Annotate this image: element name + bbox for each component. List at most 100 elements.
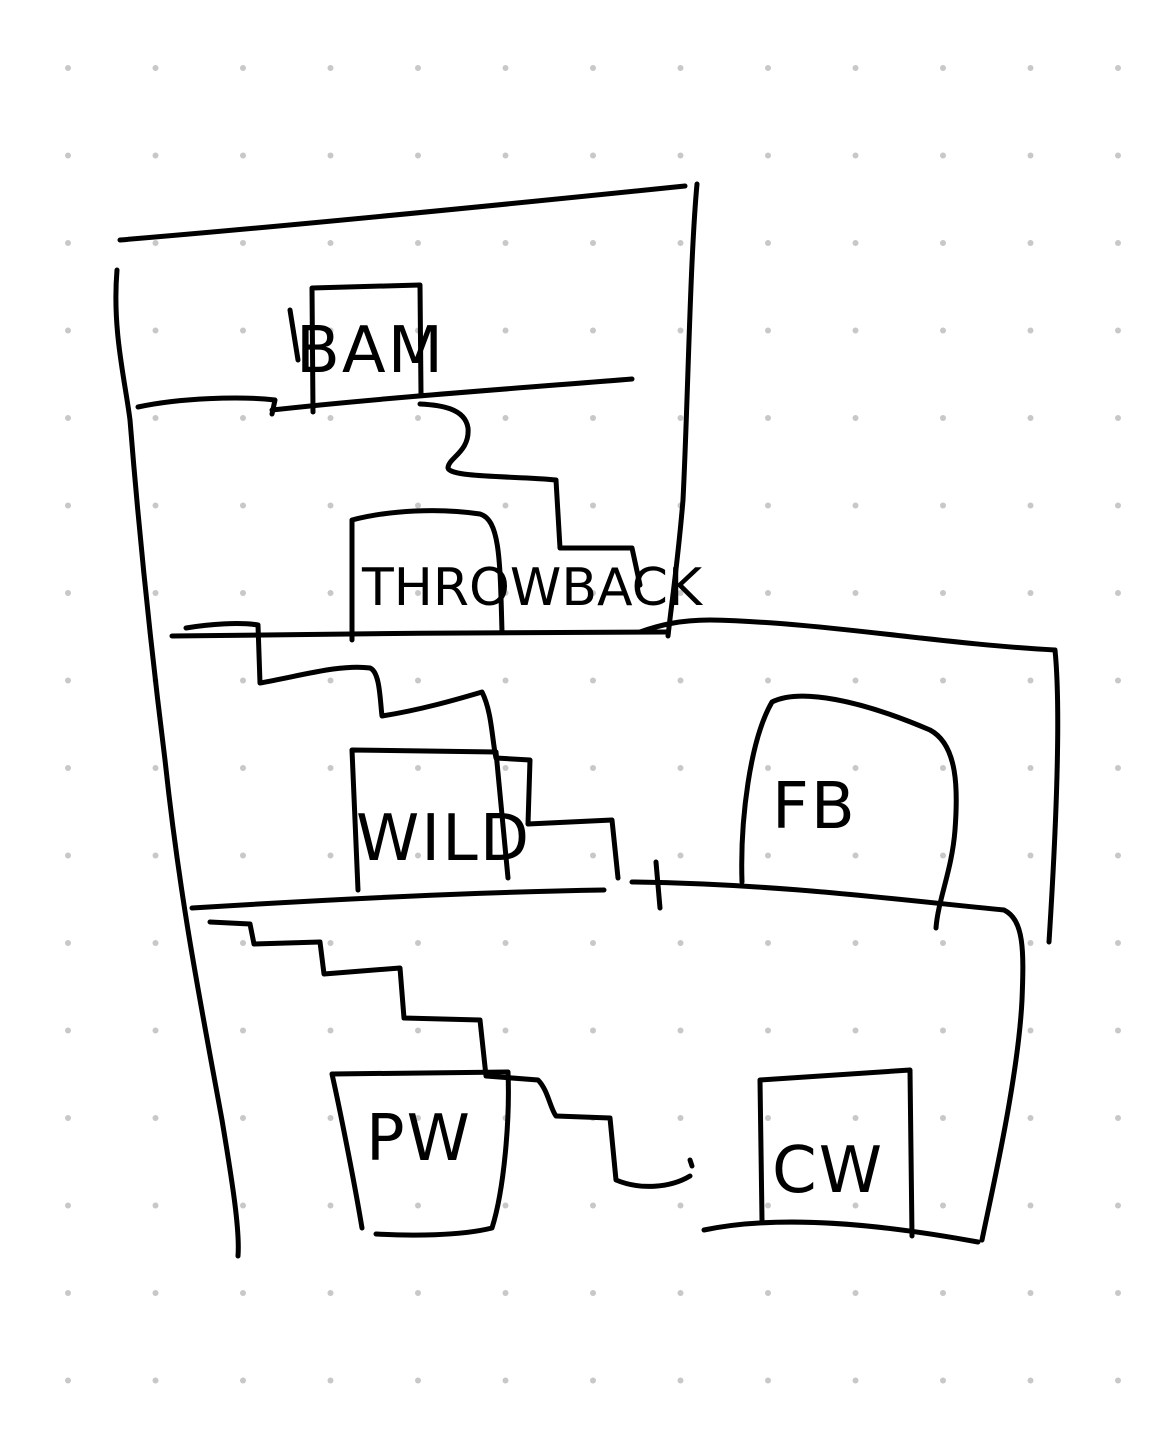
grid-dot bbox=[415, 1202, 421, 1209]
grid-dot bbox=[65, 940, 71, 946]
box-fb: FB bbox=[739, 693, 959, 931]
grid-dot bbox=[327, 1377, 334, 1384]
grid-dot bbox=[65, 65, 71, 71]
grid-dot bbox=[65, 1290, 71, 1296]
grid-dot bbox=[940, 1202, 946, 1209]
grid-dot bbox=[240, 1377, 246, 1384]
grid-dot bbox=[590, 590, 596, 596]
grid-dot bbox=[852, 940, 859, 946]
grid-dot bbox=[240, 677, 246, 684]
grid-dot bbox=[502, 1027, 509, 1034]
grid-dot bbox=[152, 852, 159, 859]
grid-dot bbox=[327, 327, 334, 334]
grid-dot bbox=[765, 327, 771, 334]
grid-dot bbox=[152, 765, 159, 771]
grid-dot bbox=[1027, 240, 1034, 246]
grid-dot bbox=[152, 1377, 159, 1384]
grid-dot bbox=[65, 415, 71, 421]
grid-dot bbox=[1027, 1202, 1034, 1209]
box-cw: CW bbox=[757, 1067, 915, 1239]
label-bam: BAM bbox=[296, 314, 445, 388]
grid-dot bbox=[502, 65, 509, 71]
grid-dot bbox=[940, 1027, 946, 1034]
label-throwback: THROWBACK bbox=[361, 558, 704, 618]
grid-dot bbox=[1115, 940, 1121, 946]
grid-dot bbox=[677, 415, 684, 421]
grid-dot bbox=[240, 940, 246, 946]
grid-dot bbox=[590, 1027, 596, 1034]
grid-dot bbox=[65, 240, 71, 246]
grid-dot bbox=[765, 240, 771, 246]
grid-dot bbox=[152, 240, 159, 246]
grid-dot bbox=[1027, 152, 1034, 159]
grid-dot bbox=[765, 152, 771, 159]
box-throwback: THROWBACK bbox=[349, 508, 704, 643]
grid-dot bbox=[1115, 65, 1121, 71]
grid-dot bbox=[152, 940, 159, 946]
grid-dot bbox=[1027, 415, 1034, 421]
grid-dot bbox=[327, 590, 334, 596]
grid-dot bbox=[415, 765, 421, 771]
grid-dot bbox=[677, 590, 684, 596]
grid-dot bbox=[677, 240, 684, 246]
grid-dot bbox=[940, 1377, 946, 1384]
grid-dot bbox=[852, 1202, 859, 1209]
grid-dot bbox=[1027, 1027, 1034, 1034]
grid-dot bbox=[765, 1115, 771, 1121]
grid-dot bbox=[1115, 327, 1121, 334]
grid-dot bbox=[765, 677, 771, 684]
grid-dot bbox=[240, 1202, 246, 1209]
grid-dot bbox=[240, 502, 246, 509]
grid-dot bbox=[1027, 1290, 1034, 1296]
grid-dot bbox=[502, 940, 509, 946]
grid-dot bbox=[415, 940, 421, 946]
grid-dot bbox=[502, 677, 509, 684]
grid-dot bbox=[502, 502, 509, 509]
grid-dot bbox=[65, 152, 71, 159]
grid-dot bbox=[940, 852, 946, 859]
grid-dot bbox=[1027, 1115, 1034, 1121]
grid-dot bbox=[1115, 1202, 1121, 1209]
grid-dot bbox=[1027, 327, 1034, 334]
grid-dot bbox=[852, 765, 859, 771]
grid-dot bbox=[940, 327, 946, 334]
grid-dot bbox=[940, 1115, 946, 1121]
grid-dot bbox=[415, 1027, 421, 1034]
grid-dot bbox=[327, 502, 334, 509]
grid-dot bbox=[677, 327, 684, 334]
grid-dot bbox=[502, 240, 509, 246]
grid-dot bbox=[590, 502, 596, 509]
grid-dot bbox=[502, 590, 509, 596]
grid-dot bbox=[502, 327, 509, 334]
grid-dot bbox=[765, 1202, 771, 1209]
grid-dot bbox=[1115, 415, 1121, 421]
grid-dot bbox=[852, 152, 859, 159]
grid-dot bbox=[940, 152, 946, 159]
grid-dot bbox=[152, 152, 159, 159]
grid-dot bbox=[327, 415, 334, 421]
grid-dot bbox=[590, 415, 596, 421]
grid-dot bbox=[65, 502, 71, 509]
grid-dot bbox=[1115, 502, 1121, 509]
grid-dot bbox=[415, 677, 421, 684]
grid-dot bbox=[590, 65, 596, 71]
grid-dot bbox=[852, 327, 859, 334]
grid-dot bbox=[65, 327, 71, 334]
grid-dot bbox=[940, 65, 946, 71]
grid-dot bbox=[152, 415, 159, 421]
grid-dot bbox=[1115, 240, 1121, 246]
grid-dot bbox=[677, 1377, 684, 1384]
grid-dot bbox=[940, 677, 946, 684]
grid-dot bbox=[152, 1290, 159, 1296]
grid-dot bbox=[240, 1115, 246, 1121]
label-pw: PW bbox=[366, 1102, 472, 1176]
grid-dot bbox=[240, 852, 246, 859]
grid-dot bbox=[590, 677, 596, 684]
grid-dot bbox=[415, 1290, 421, 1296]
grid-dot bbox=[65, 677, 71, 684]
grid-dot bbox=[765, 415, 771, 421]
grid-dot bbox=[240, 1290, 246, 1296]
grid-dot bbox=[327, 1290, 334, 1296]
grid-dot bbox=[765, 502, 771, 509]
